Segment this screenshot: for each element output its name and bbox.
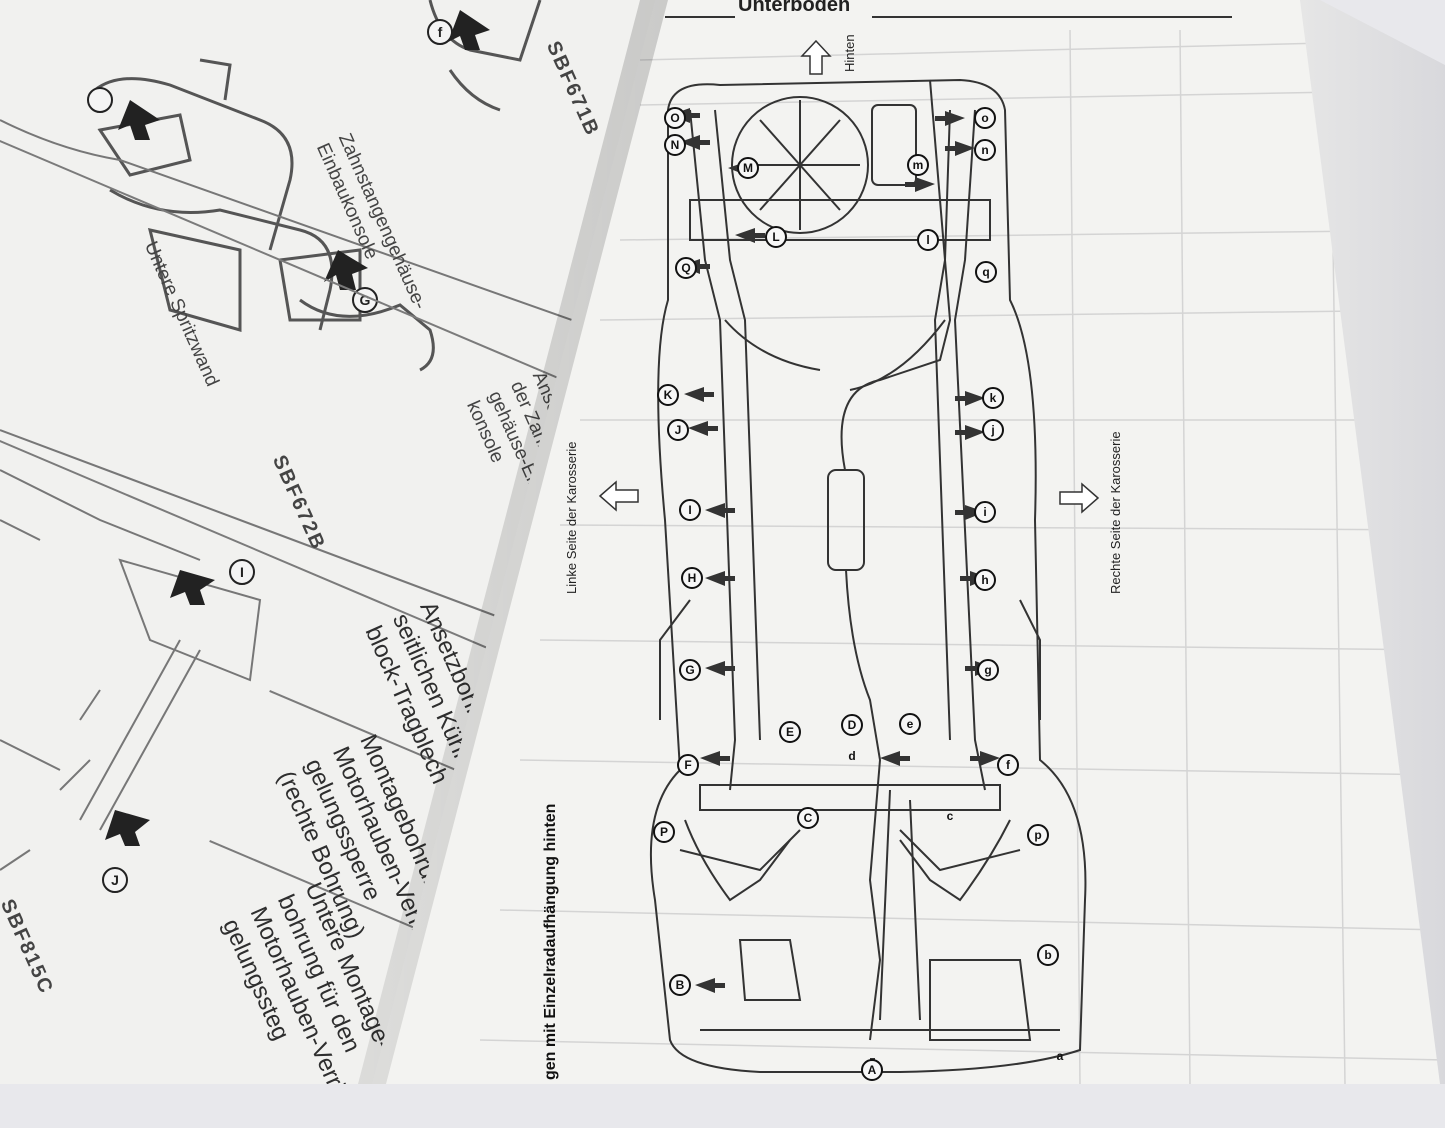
marker-q: q [982, 265, 989, 279]
marker-A: A [868, 1063, 877, 1077]
rack-bracket-diagram: f G I J [0, 0, 601, 893]
marker-o: o [981, 111, 988, 125]
undercarriage-diagram: O N M L Q K J I H G F E D C P B A o n m … [649, 78, 1087, 1081]
marker-I-left: I [240, 564, 244, 580]
marker-O: O [670, 111, 679, 125]
marker-d: d [848, 749, 855, 763]
marker-G: G [685, 663, 694, 677]
marker-m: m [913, 158, 924, 172]
diagram-caption: gen mit Einzelradaufhängung hinten [542, 803, 559, 1080]
marker-f-left: f [438, 24, 443, 40]
marker-i: i [983, 505, 986, 519]
marker-N: N [671, 138, 680, 152]
marker-h: h [981, 573, 988, 587]
marker-k: k [990, 391, 997, 405]
marker-I: I [688, 503, 691, 517]
marker-F: F [684, 758, 691, 772]
right-side-arrow-icon [1059, 482, 1100, 514]
marker-j: j [990, 423, 994, 437]
marker-l: l [926, 233, 929, 247]
left-side-arrow-icon [598, 480, 639, 512]
marker-J-left: J [111, 872, 119, 888]
marker-n: n [981, 143, 988, 157]
marker-e: e [907, 717, 914, 731]
header-rule-left [665, 16, 735, 18]
header-rule-right [872, 16, 1232, 18]
marker-P: P [660, 825, 668, 839]
marker-f: f [1006, 758, 1011, 772]
marker-a: a [1057, 1049, 1064, 1063]
page-header: Unterboden [738, 0, 851, 16]
marker-G-left: G [360, 292, 371, 308]
marker-H: H [688, 571, 697, 585]
marker-Q: Q [681, 261, 690, 275]
rear-arrow-icon [800, 39, 832, 75]
marker-C: C [804, 811, 813, 825]
marker-D: D [848, 718, 857, 732]
marker-g: g [984, 663, 991, 677]
marker-J: J [675, 423, 682, 437]
marker-p: p [1034, 828, 1041, 842]
marker-L: L [772, 230, 779, 244]
marker-c: c [947, 809, 954, 823]
marker-M: M [743, 161, 753, 175]
marker-B: B [676, 978, 685, 992]
marker-E: E [786, 725, 794, 739]
marker-b: b [1044, 948, 1051, 962]
marker-K: K [664, 388, 673, 402]
